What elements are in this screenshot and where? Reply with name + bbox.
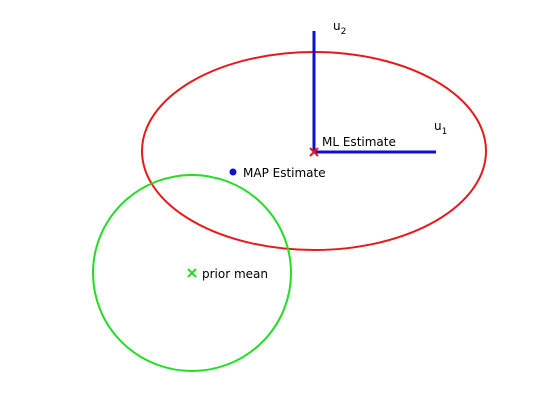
u1-label-base: u xyxy=(434,119,442,133)
u2-label-subscript: 2 xyxy=(341,27,347,37)
prior-circle xyxy=(92,174,292,372)
ml-estimate-marker xyxy=(309,147,319,157)
u2-label-base: u xyxy=(333,19,341,33)
prior-mean-marker xyxy=(187,268,197,278)
map-estimate-label: MAP Estimate xyxy=(243,166,326,180)
prior-mean-label: prior mean xyxy=(202,267,268,281)
u1-label: u1 xyxy=(434,119,447,137)
u2-label: u2 xyxy=(333,19,346,37)
u1-label-subscript: 1 xyxy=(442,127,448,137)
map-estimate-marker xyxy=(229,168,237,176)
ml-estimate-label: ML Estimate xyxy=(322,135,396,149)
